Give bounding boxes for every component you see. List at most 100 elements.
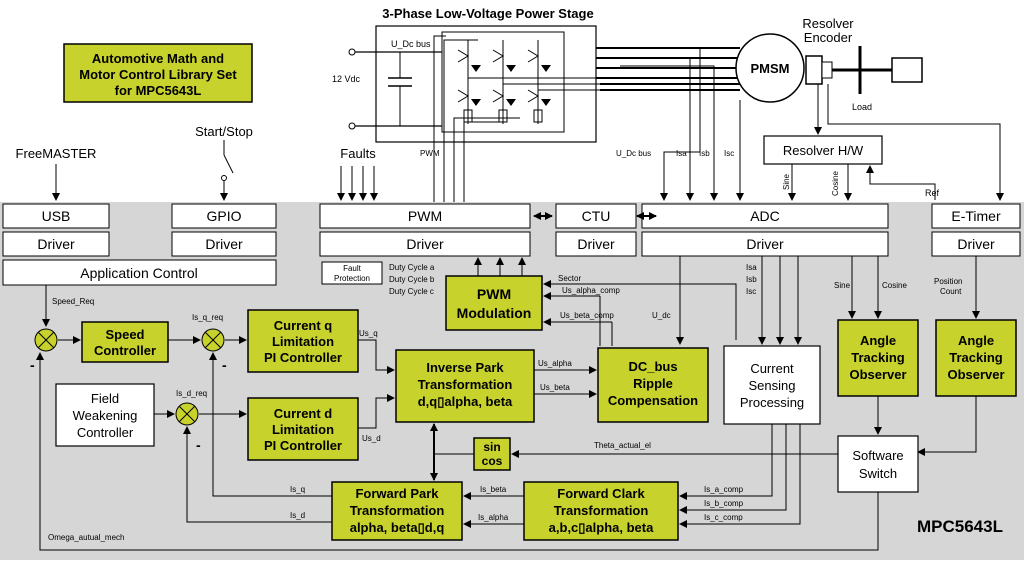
cur-sense-line-1: Current: [750, 361, 794, 376]
ato-sine-label: Sine: [834, 281, 851, 290]
software-switch-block: Software Switch: [837, 435, 919, 493]
cur-sense-line-3: Processing: [740, 395, 804, 410]
pwm-mod-line-2: Modulation: [457, 305, 532, 321]
current-d-controller-block: Current d Limitation PI Controller: [247, 397, 359, 461]
ato1-line-1: Angle: [860, 333, 896, 348]
count-label: Count: [940, 287, 962, 296]
omega-label: Omega_autual_mech: [48, 533, 125, 542]
ato2-line-1: Angle: [958, 333, 994, 348]
usb-label: USB: [42, 208, 71, 224]
is-c-comp-label: Is_c_comp: [704, 513, 743, 522]
resolver-hw-label: Resolver H/W: [783, 143, 864, 158]
inv-park-line-2: Transformation: [418, 377, 513, 392]
current-q-controller-block: Current q Limitation PI Controller: [247, 309, 359, 373]
is-d-req-label: Is_d_req: [176, 389, 207, 398]
faults-label: Faults: [340, 146, 376, 161]
ato2-line-3: Observer: [947, 367, 1004, 382]
isb-signal-label: Isb: [699, 149, 710, 158]
ctu-peripheral: CTU Driver: [555, 203, 637, 257]
sw-switch-line-1: Software: [852, 448, 903, 463]
pwm-mod-line-1: PWM: [477, 286, 511, 302]
us-beta-label: Us_beta: [540, 383, 570, 392]
fwd-park-line-1: Forward Park: [355, 486, 439, 501]
sector-label: Sector: [558, 274, 581, 283]
pwm-peripheral: PWM Driver: [319, 203, 531, 257]
power-supply-label: 12 Vdc: [332, 74, 361, 84]
speed-minus-sign: -: [30, 357, 35, 373]
adc-label: ADC: [750, 208, 780, 224]
is-q-label: Is_q: [290, 485, 305, 494]
is-beta-label: Is_beta: [480, 485, 507, 494]
load-label: Load: [852, 102, 872, 112]
pwm-signal-label: PWM: [420, 149, 440, 158]
sin-cos-block: sin cos: [473, 437, 511, 471]
usb-peripheral: USB Driver: [2, 203, 110, 257]
cur-d-line-3: PI Controller: [264, 438, 342, 453]
duty-a-label: Duty Cycle a: [389, 263, 435, 272]
ato1-line-3: Observer: [849, 367, 906, 382]
adc-peripheral: ADC Driver: [641, 203, 889, 257]
q-minus-sign: -: [222, 357, 227, 373]
angle-tracking-observer-2: Angle Tracking Observer: [935, 319, 1017, 397]
us-q-label: Us_q: [359, 329, 378, 338]
ctu-label: CTU: [582, 208, 611, 224]
fwd-clark-line-2: Transformation: [554, 503, 649, 518]
isc-signal-label: Isc: [724, 149, 734, 158]
usb-driver-label: Driver: [37, 236, 75, 252]
power-udc-label: U_Dc bus: [391, 39, 431, 49]
cur-q-line-3: PI Controller: [264, 350, 342, 365]
adc-isa-label: Isa: [746, 263, 757, 272]
inverse-park-block: Inverse Park Transformation d,q▯alpha, b…: [395, 349, 535, 423]
us-beta-comp-label: Us_beta_comp: [560, 311, 614, 320]
resolver-label-1: Resolver: [802, 16, 854, 31]
speed-ctrl-line-1: Speed: [105, 327, 144, 342]
dcbus-line-2: Ripple: [633, 376, 673, 391]
cur-q-line-2: Limitation: [272, 334, 334, 349]
udc-bus-signal-label: U_Dc bus: [616, 149, 651, 158]
ato2-line-2: Tracking: [949, 350, 1003, 365]
duty-b-label: Duty Cycle b: [389, 275, 435, 284]
speed-ctrl-line-2: Controller: [94, 343, 156, 358]
resolver-label-2: Encoder: [804, 30, 853, 45]
q-sum-junction: [201, 328, 225, 352]
isa-signal-label: Isa: [676, 149, 687, 158]
power-stage-title: 3-Phase Low-Voltage Power Stage: [382, 6, 593, 21]
app-control-label: Application Control: [80, 265, 198, 281]
theta-label: Theta_actual_el: [594, 441, 651, 450]
title-line-2: Motor Control Library Set: [79, 67, 237, 82]
is-d-label: Is_d: [290, 511, 305, 520]
title-line-3: for MPC5643L: [115, 83, 202, 98]
udc-label: U_dc: [652, 311, 671, 320]
forward-park-block: Forward Park Transformation alpha, beta▯…: [331, 481, 463, 541]
dcbus-line-3: Compensation: [608, 393, 698, 408]
is-alpha-label: Is_alpha: [478, 513, 509, 522]
sincos-line-2: cos: [482, 454, 503, 468]
pmsm-motor: PMSM Resolver Encoder Load: [735, 16, 923, 112]
fw-line-3: Controller: [77, 425, 134, 440]
inv-park-line-3: d,q▯alpha, beta: [418, 394, 513, 409]
sw-switch-line-2: Switch: [859, 466, 897, 481]
cur-q-line-1: Current q: [274, 318, 333, 333]
fault-protection-box: [321, 261, 383, 285]
cur-d-line-2: Limitation: [272, 422, 334, 437]
resolver-sine-label: Sine: [782, 173, 791, 190]
current-sensing-block: Current Sensing Processing: [723, 345, 821, 425]
fwd-clark-line-3: a,b,c▯alpha, beta: [549, 520, 654, 535]
forward-clark-block: Forward Clark Transformation a,b,c▯alpha…: [523, 481, 679, 541]
library-title-box: Automotive Math and Motor Control Librar…: [63, 43, 253, 103]
pwm-label: PWM: [408, 208, 442, 224]
etimer-label: E-Timer: [951, 208, 1001, 224]
resolver-cosine-label: Cosine: [831, 171, 840, 196]
mcu-label: MPC5643L: [917, 517, 1003, 536]
adc-driver-label: Driver: [746, 236, 784, 252]
fw-line-1: Field: [91, 391, 119, 406]
d-sum-junction: [175, 402, 199, 426]
us-d-label: Us_d: [362, 434, 381, 443]
dcbus-line-1: DC_bus: [628, 359, 677, 374]
is-a-comp-label: Is_a_comp: [704, 485, 744, 494]
gpio-label: GPIO: [206, 208, 241, 224]
etimer-driver-label: Driver: [957, 236, 995, 252]
angle-tracking-observer-1: Angle Tracking Observer: [837, 319, 919, 397]
duty-c-label: Duty Cycle c: [389, 287, 434, 296]
